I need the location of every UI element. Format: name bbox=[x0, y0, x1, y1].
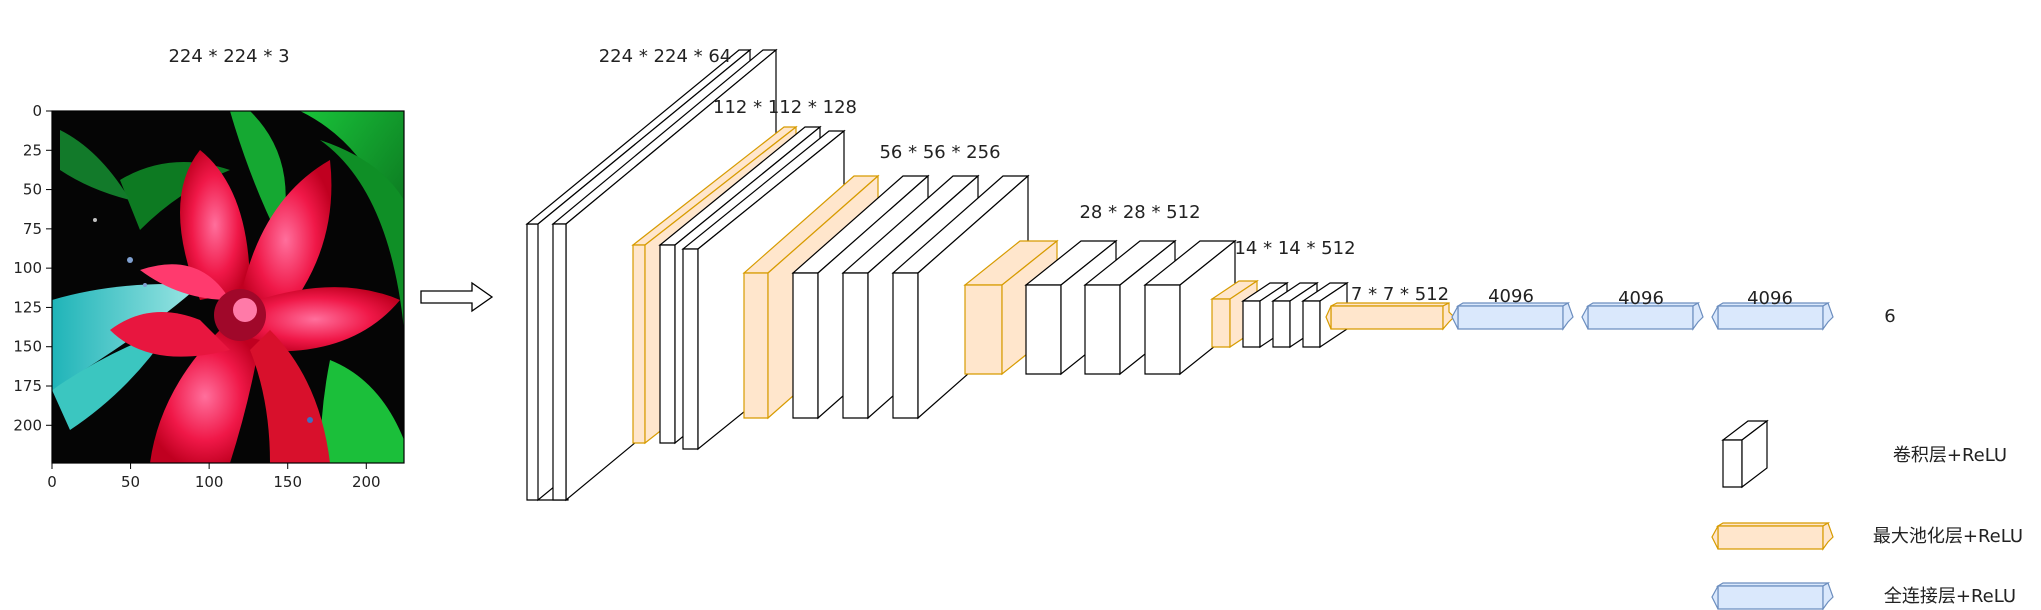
conv-block bbox=[1301, 281, 1349, 349]
input-size-label: 224 * 224 * 3 bbox=[168, 46, 289, 67]
legend-pool-label: 最大池化层+ReLU bbox=[1873, 526, 2023, 547]
stage-label-6: 7 * 7 * 512 bbox=[1351, 284, 1449, 305]
stage-label-1: 224 * 224 * 64 bbox=[599, 46, 732, 67]
legend-fc-icon bbox=[1711, 582, 1834, 610]
legend: 卷积层+ReLU 最大池化层+ReLU 全连接层+ReLU bbox=[1711, 419, 2023, 610]
fc-bar bbox=[1581, 302, 1704, 331]
x-tick-label: 200 bbox=[352, 473, 381, 491]
stage-label-2: 112 * 112 * 128 bbox=[713, 97, 857, 118]
y-tick-label: 200 bbox=[13, 416, 42, 434]
y-tick-label: 0 bbox=[32, 102, 42, 120]
image-x-axis: 0 50 100 150 200 bbox=[47, 463, 381, 491]
flow-arrow-icon bbox=[420, 281, 494, 313]
image-frame bbox=[51, 110, 405, 464]
legend-conv-label: 卷积层+ReLU bbox=[1893, 445, 2007, 466]
y-tick-label: 125 bbox=[13, 298, 42, 316]
legend-conv-icon bbox=[1721, 419, 1769, 489]
pool-bar bbox=[1325, 302, 1455, 331]
output-label: 6 bbox=[1884, 306, 1895, 327]
y-tick-label: 75 bbox=[23, 220, 42, 238]
stage-label-4: 28 * 28 * 512 bbox=[1079, 202, 1200, 223]
stage-label-3: 56 * 56 * 256 bbox=[879, 142, 1000, 163]
fc-bar bbox=[1711, 302, 1834, 331]
fc-bar bbox=[1451, 302, 1574, 331]
x-tick-label: 150 bbox=[273, 473, 302, 491]
x-tick-label: 100 bbox=[195, 473, 224, 491]
y-tick-label: 150 bbox=[13, 338, 42, 356]
legend-fc-label: 全连接层+ReLU bbox=[1884, 586, 2016, 607]
x-tick-label: 0 bbox=[47, 473, 57, 491]
y-tick-label: 50 bbox=[23, 181, 42, 199]
input-image bbox=[52, 111, 404, 463]
y-tick-label: 175 bbox=[13, 377, 42, 395]
fc-label-1: 4096 bbox=[1488, 286, 1534, 307]
fc-label-3: 4096 bbox=[1747, 288, 1793, 309]
legend-pool-icon bbox=[1711, 522, 1834, 551]
image-y-axis: 0 25 50 75 100 125 150 175 200 bbox=[13, 102, 52, 434]
x-tick-label: 50 bbox=[121, 473, 140, 491]
y-tick-label: 25 bbox=[23, 141, 42, 159]
y-tick-label: 100 bbox=[13, 259, 42, 277]
fc-label-2: 4096 bbox=[1618, 288, 1664, 309]
stage-label-5: 14 * 14 * 512 bbox=[1234, 238, 1355, 259]
